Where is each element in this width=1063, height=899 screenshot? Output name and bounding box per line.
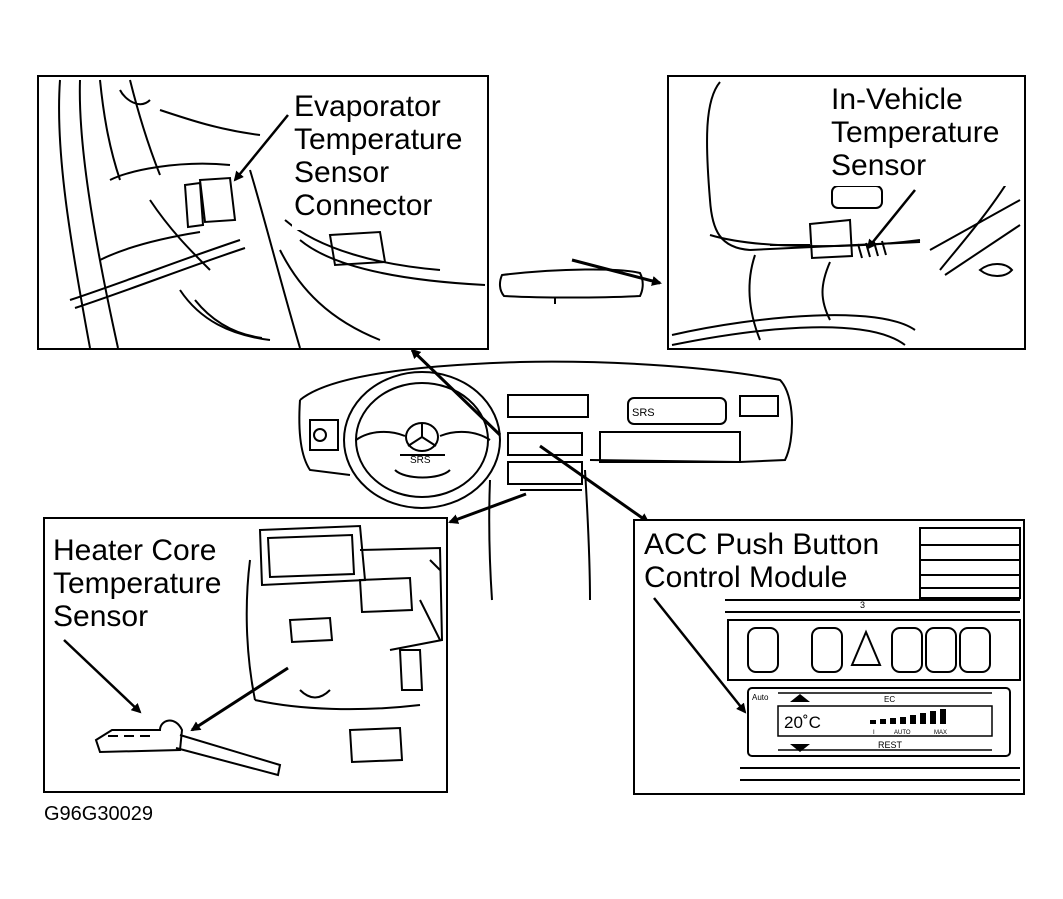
figure-code: G96G30029 [44,803,153,825]
acc-scale-max: MAX [934,730,947,736]
srs-wheel-label: SRS [410,455,431,466]
acc-panel: 20˚C Auto EC REST I AUTO MAX 3 [633,519,1025,795]
arrow-to-acc-module [539,444,650,524]
heater-sensor-arrow [190,666,289,732]
acc-rest-button: REST [878,740,903,750]
evaporator-panel [37,75,489,350]
acc-label-leader [653,597,747,714]
evaporator-sensor-label: Evaporator Temperature Sensor Connector [294,90,463,222]
arrow-to-evaporator [410,348,502,437]
temp-down-arrow-icon [790,744,810,752]
srs-panel-label: SRS [632,407,655,419]
in-vehicle-sensor-label: In-Vehicle Temperature Sensor [831,83,1000,182]
in-vehicle-panel [667,75,1026,350]
acc-control-unit [747,687,1011,757]
fan-level-bars [870,709,946,724]
steering-wheel [343,371,501,509]
acc-scale-min: I [873,730,875,736]
heater-label-leader [63,639,142,714]
mirror-arrow [571,258,662,286]
acc-temperature-display: 20˚C [784,713,821,732]
dashboard [298,360,793,601]
acc-scale-auto: AUTO [894,730,911,736]
heater-core-panel [43,517,448,793]
acc-vent-label: 3 [860,600,865,610]
acc-ec-button: EC [884,695,895,704]
heater-core-sensor-label: Heater Core Temperature Sensor [53,534,222,633]
arrow-to-heater-core [448,492,527,524]
rear-view-mirror [498,268,644,304]
acc-module-label: ACC Push Button Control Module [644,528,880,594]
acc-auto-button: Auto [752,693,769,702]
temp-up-arrow-icon [790,694,810,702]
